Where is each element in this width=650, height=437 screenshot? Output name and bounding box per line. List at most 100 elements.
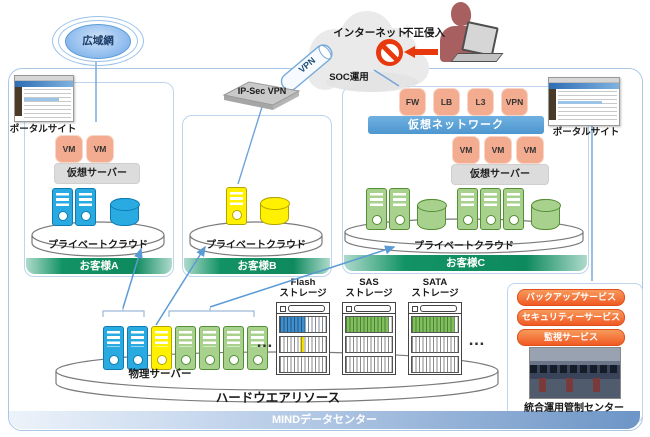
server-tower-icon: [127, 326, 148, 370]
rack-row: [411, 335, 459, 353]
server-tower-icon: [389, 188, 410, 230]
ellipsis-storage: …: [468, 330, 486, 349]
browser-highlight-row: [24, 97, 59, 101]
server-tower-icon: [52, 188, 73, 226]
rack-row: [279, 315, 327, 333]
browser-sidebar: [15, 87, 22, 116]
laptop-icon: [461, 21, 499, 57]
server-tower-icon: [366, 188, 387, 230]
storage-label-flash: Flash ストレージ: [269, 277, 337, 299]
browser-titlebar: [15, 76, 73, 81]
server-tower-icon: [103, 326, 124, 370]
rack-header: [409, 303, 461, 314]
browser-banner: [15, 81, 73, 87]
hardware-resource-label: ハードウエアリソース: [215, 391, 341, 405]
intrusion-arrow-icon: [404, 46, 438, 58]
rack-row: [345, 315, 393, 333]
database-cylinder-icon: [530, 198, 561, 230]
rack-row: [345, 355, 393, 373]
vm-chip: VPN: [501, 88, 528, 116]
server-tower-icon: [226, 187, 247, 225]
storage-rack-sata: [408, 302, 462, 375]
browser-banner: [549, 83, 619, 89]
customer-a-bar: お客様A: [26, 258, 172, 274]
vm-chip: LB: [433, 88, 460, 116]
platform-label-b: プライベートクラウド: [206, 240, 306, 251]
vm-chip: L3: [467, 88, 494, 116]
server-tower-icon: [503, 188, 524, 230]
laptop-base: [450, 53, 504, 62]
platform-label-c: プライベートクラウド: [414, 241, 514, 252]
storage-word: ストレージ: [411, 288, 459, 300]
rack-row: [411, 355, 459, 373]
storage-rack-sas: [342, 302, 396, 375]
database-cylinder-icon: [109, 197, 140, 226]
soc-label: SOC運用: [329, 72, 369, 83]
storage-label-sas: SAS ストレージ: [335, 277, 403, 299]
server-row-customer-a: [52, 188, 140, 226]
ipsec-vpn-label: IP-Sec VPN: [237, 86, 287, 96]
server-tower-icon: [199, 326, 220, 370]
control-center-photo: [529, 347, 621, 399]
rack-row: [279, 355, 327, 373]
customer-c-bar: お客様C: [344, 255, 587, 271]
customer-b-bar: お客様B: [184, 258, 330, 274]
browser-body: [549, 89, 619, 125]
monitoring-service-button: 監視サービス: [517, 329, 625, 346]
database-cylinder-icon: [416, 198, 447, 230]
virtual-network-bar: 仮想ネットワーク: [368, 116, 544, 134]
storage-type: Flash: [290, 277, 316, 288]
browser-sidebar: [549, 89, 556, 120]
rack-row: [345, 335, 393, 353]
browser-body: [15, 87, 73, 121]
server-row-customer-c: [366, 188, 561, 230]
backup-service-button: バックアップサービス: [517, 289, 625, 306]
portal-label-right: ポータルサイト: [552, 127, 620, 138]
control-center-label: 統合運用管制センター: [524, 403, 624, 414]
storage-type: SATA: [422, 277, 448, 288]
datacenter-bar: MINDデータセンター: [9, 411, 640, 429]
vm-chip: FW: [399, 88, 426, 116]
wan-ring-outer: [52, 16, 144, 66]
storage-rack-flash: [276, 302, 330, 375]
server-tower-icon: [457, 188, 478, 230]
vm-chip: VM: [55, 135, 83, 163]
portal-screenshot-right: [548, 77, 620, 126]
server-tower-icon: [75, 188, 96, 226]
rack-row: [411, 315, 459, 333]
storage-word: ストレージ: [279, 288, 327, 300]
physical-server-row: [103, 326, 268, 370]
vm-chip: VM: [484, 136, 512, 164]
database-cylinder-icon: [259, 196, 290, 225]
rack-row: [279, 335, 327, 353]
platform-label-a: プライベートクラウド: [48, 240, 148, 251]
browser-content-lines: [558, 91, 617, 123]
browser-highlight-row: [558, 100, 602, 104]
portal-label-left: ポータルサイト: [9, 124, 77, 135]
rack-header: [343, 303, 395, 314]
server-tower-icon: [151, 326, 172, 370]
wan-ring-inner: [58, 20, 138, 62]
security-service-button: セキュリティーサービス: [517, 309, 625, 326]
storage-word: ストレージ: [345, 288, 393, 300]
vm-chip: VM: [516, 136, 544, 164]
storage-label-sata: SATA ストレージ: [401, 277, 469, 299]
storage-type: SAS: [359, 277, 379, 288]
virtual-server-bar-a: 仮想サーバー: [54, 163, 140, 184]
server-row-customer-b: [226, 187, 290, 225]
vm-chip: VM: [452, 136, 480, 164]
server-tower-icon: [223, 326, 244, 370]
rack-header: [277, 303, 329, 314]
physical-server-label: 物理サーバー: [128, 368, 192, 380]
vm-chip: VM: [86, 135, 114, 163]
server-tower-icon: [175, 326, 196, 370]
hacker-icon: [438, 1, 504, 64]
no-entry-icon: [376, 39, 403, 66]
browser-titlebar: [549, 78, 619, 83]
portal-screenshot-left: [14, 75, 74, 122]
browser-content-lines: [24, 89, 71, 119]
